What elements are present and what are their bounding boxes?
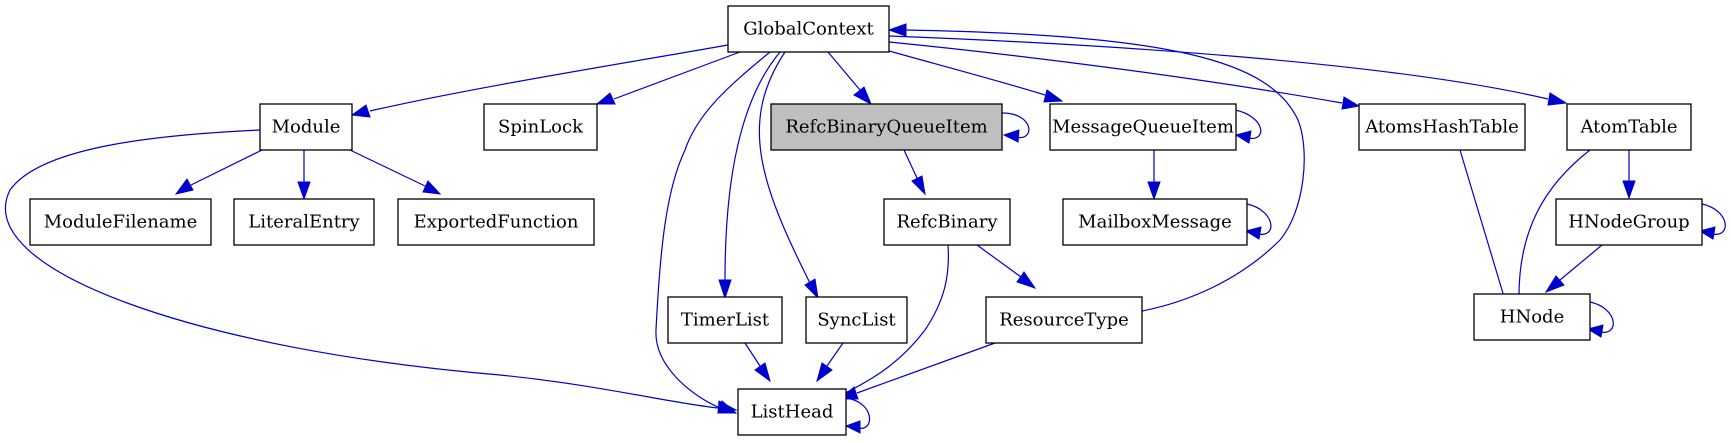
edge-globalcontext-refcbinaryqueueitem <box>827 51 872 106</box>
edge-globalcontext-listhead <box>655 51 771 414</box>
edge-globalcontext-messagequeueitem <box>888 50 1064 103</box>
node-listhead[interactable]: ListHead <box>737 388 847 436</box>
edge-timerlist-listhead <box>744 342 771 383</box>
edge-listhead-self <box>844 397 871 434</box>
edge-refcbinary-resourcetype <box>976 244 1037 289</box>
node-literalentry[interactable]: LiteralEntry <box>233 198 375 246</box>
node-refcbinary[interactable]: RefcBinary <box>883 198 1011 246</box>
node-timerlist-label: TimerList <box>681 310 770 331</box>
edge-refcbinaryqueueitem-refcbinary <box>903 149 926 196</box>
edge-atomtable-hnodegroup <box>1622 150 1636 200</box>
node-hnode-label: HNode <box>1500 307 1564 328</box>
node-messagequeueitem[interactable]: MessageQueueItem <box>1049 103 1237 151</box>
node-atomshashtable[interactable]: AtomsHashTable <box>1358 103 1526 151</box>
node-hnode[interactable]: HNode <box>1473 293 1591 341</box>
node-module-label: Module <box>272 117 341 138</box>
node-module[interactable]: Module <box>259 103 353 151</box>
node-spinlock[interactable]: SpinLock <box>483 103 598 151</box>
node-hnodegroup-label: HNodeGroup <box>1568 212 1689 233</box>
node-synclist-label: SyncList <box>817 310 896 331</box>
edge-messagequeueitem-mailboxmessage <box>1147 150 1161 201</box>
edge-resourcetype-listhead <box>839 342 996 400</box>
node-atomtable-label: AtomTable <box>1579 117 1677 138</box>
node-refcbinaryqueueitem-label: RefcBinaryQueueItem <box>785 117 987 138</box>
node-globalcontext-label: GlobalContext <box>743 19 874 40</box>
edge-atomshashtable-hnode <box>1459 149 1512 319</box>
node-refcbinaryqueueitem[interactable]: RefcBinaryQueueItem <box>770 103 1003 151</box>
node-mailboxmessage[interactable]: MailboxMessage <box>1062 198 1248 246</box>
edge-messagequeueitem-self <box>1234 109 1262 144</box>
edge-globalcontext-atomshashtable <box>888 41 1361 110</box>
node-messagequeueitem-label: MessageQueueItem <box>1052 117 1234 138</box>
edge-module-modulefilename <box>174 149 263 195</box>
node-hnodegroup[interactable]: HNodeGroup <box>1555 198 1703 246</box>
node-synclist[interactable]: SyncList <box>805 296 908 344</box>
graph-edges <box>4 23 1726 434</box>
node-atomshashtable-label: AtomsHashTable <box>1364 117 1519 138</box>
graph-nodes: GlobalContext Module SpinLock RefcBinary… <box>29 5 1703 436</box>
node-modulefilename-label: ModuleFilename <box>44 212 198 233</box>
edge-globalcontext-atomtable <box>888 35 1568 106</box>
node-resourcetype[interactable]: ResourceType <box>985 296 1143 344</box>
edge-globalcontext-spinlock <box>595 51 741 105</box>
edge-hnodegroup-self <box>1698 203 1726 240</box>
node-literalentry-label: LiteralEntry <box>248 212 360 233</box>
edge-globalcontext-synclist <box>758 51 819 300</box>
edge-synclist-listhead <box>816 342 844 383</box>
node-refcbinary-label: RefcBinary <box>896 212 998 233</box>
node-spinlock-label: SpinLock <box>498 117 584 138</box>
edge-globalcontext-module <box>350 44 729 118</box>
node-timerlist[interactable]: TimerList <box>667 296 783 344</box>
node-exportedfunction[interactable]: ExportedFunction <box>397 198 595 246</box>
edge-mailboxmessage-self <box>1244 203 1272 240</box>
edge-hnodegroup-hnode <box>1544 244 1603 294</box>
node-atomtable[interactable]: AtomTable <box>1566 103 1692 151</box>
edge-refcbinaryqueueitem-self <box>1001 112 1030 143</box>
node-exportedfunction-label: ExportedFunction <box>414 212 579 233</box>
node-resourcetype-label: ResourceType <box>999 310 1129 331</box>
edge-module-listhead <box>4 129 738 414</box>
node-modulefilename[interactable]: ModuleFilename <box>29 198 212 246</box>
node-globalcontext[interactable]: GlobalContext <box>727 5 890 53</box>
edge-module-exportedfunction <box>349 149 442 195</box>
edge-hnode-self <box>1586 301 1614 338</box>
edge-module-literalentry <box>297 150 311 201</box>
node-mailboxmessage-label: MailboxMessage <box>1078 212 1232 233</box>
edge-globalcontext-timerlist <box>718 51 781 300</box>
edge-resourcetype-globalcontext <box>887 23 1305 312</box>
node-listhead-label: ListHead <box>751 402 834 423</box>
